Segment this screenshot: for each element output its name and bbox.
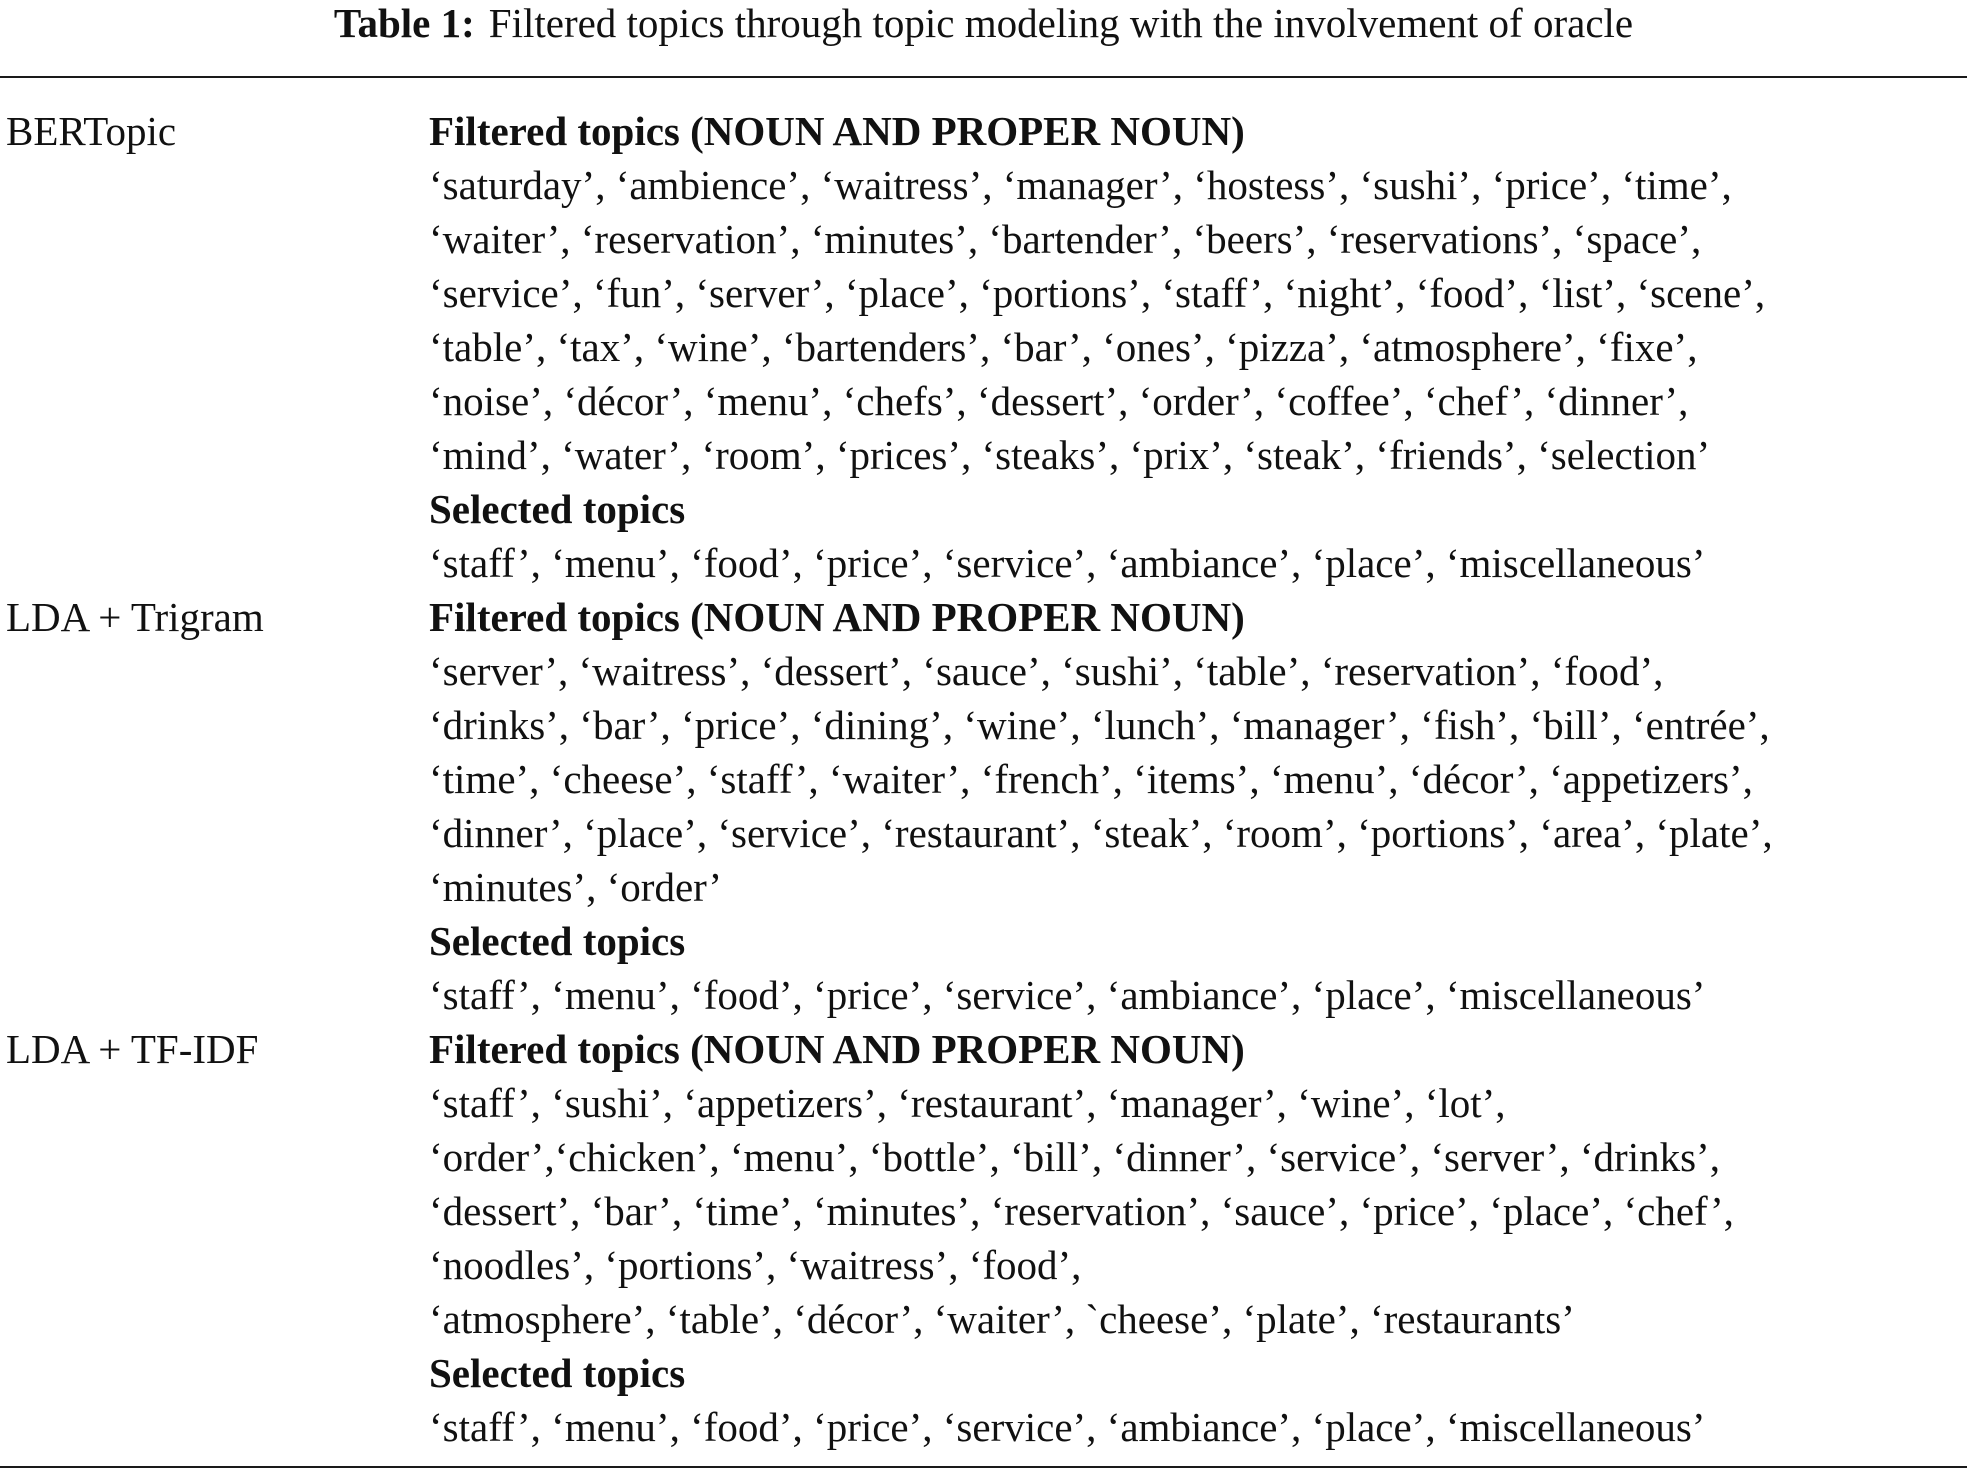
filtered-topics-line: ‘table’, ‘tax’, ‘wine’, ‘bartenders’, ‘b… [429, 324, 1698, 370]
row-content: Filtered topics (NOUN AND PROPER NOUN) ‘… [429, 590, 1967, 1022]
filtered-topics-line: ‘dessert’, ‘bar’, ‘time’, ‘minutes’, ‘re… [429, 1188, 1734, 1234]
filtered-topics-line: ‘time’, ‘cheese’, ‘staff’, ‘waiter’, ‘fr… [429, 756, 1753, 802]
table-bottom-rule [0, 1466, 1967, 1468]
filtered-topics-line: ‘noodles’, ‘portions’, ‘waitress’, ‘food… [429, 1242, 1082, 1288]
row-content: Filtered topics (NOUN AND PROPER NOUN) ‘… [429, 104, 1967, 590]
table-row: LDA + TF-IDF Filtered topics (NOUN AND P… [0, 1022, 1967, 1454]
table-top-rule [0, 76, 1967, 78]
filtered-topics-line: ‘minutes’, ‘order’ [429, 864, 722, 910]
table-row: BERTopic Filtered topics (NOUN AND PROPE… [0, 104, 1967, 590]
table-caption: Table 1: Filtered topics through topic mo… [0, 0, 1967, 50]
filtered-topics-line: ‘atmosphere’, ‘table’, ‘décor’, ‘waiter’… [429, 1296, 1575, 1342]
table-caption-label: Table 1: [333, 0, 475, 46]
row-content: Filtered topics (NOUN AND PROPER NOUN) ‘… [429, 1022, 1967, 1454]
selected-topics-heading: Selected topics [429, 1350, 686, 1396]
method-label: LDA + TF-IDF [6, 1026, 259, 1072]
topics-table: BERTopic Filtered topics (NOUN AND PROPE… [0, 104, 1967, 1454]
selected-topics-line: ‘staff’, ‘menu’, ‘food’, ‘price’, ‘servi… [429, 972, 1706, 1018]
filtered-topics-line: ‘server’, ‘waitress’, ‘dessert’, ‘sauce’… [429, 648, 1664, 694]
selected-topics-line: ‘staff’, ‘menu’, ‘food’, ‘price’, ‘servi… [429, 540, 1706, 586]
selected-topics-heading: Selected topics [429, 918, 686, 964]
filtered-topics-line: ‘mind’, ‘water’, ‘room’, ‘prices’, ‘stea… [429, 432, 1711, 478]
filtered-topics-heading: Filtered topics (NOUN AND PROPER NOUN) [429, 108, 1245, 154]
filtered-topics-heading: Filtered topics (NOUN AND PROPER NOUN) [429, 1026, 1245, 1072]
filtered-topics-line: ‘service’, ‘fun’, ‘server’, ‘place’, ‘po… [429, 270, 1766, 316]
method-label: BERTopic [6, 108, 177, 154]
method-label: LDA + Trigram [6, 594, 264, 640]
selected-topics-line: ‘staff’, ‘menu’, ‘food’, ‘price’, ‘servi… [429, 1404, 1706, 1450]
selected-topics-heading: Selected topics [429, 486, 686, 532]
filtered-topics-heading: Filtered topics (NOUN AND PROPER NOUN) [429, 594, 1245, 640]
filtered-topics-line: ‘waiter’, ‘reservation’, ‘minutes’, ‘bar… [429, 216, 1702, 262]
filtered-topics-line: ‘drinks’, ‘bar’, ‘price’, ‘dining’, ‘win… [429, 702, 1770, 748]
filtered-topics-line: ‘order’,‘chicken’, ‘menu’, ‘bottle’, ‘bi… [429, 1134, 1720, 1180]
filtered-topics-line: ‘staff’, ‘sushi’, ‘appetizers’, ‘restaur… [429, 1080, 1506, 1126]
table-row: LDA + Trigram Filtered topics (NOUN AND … [0, 590, 1967, 1022]
filtered-topics-line: ‘noise’, ‘décor’, ‘menu’, ‘chefs’, ‘dess… [429, 378, 1689, 424]
filtered-topics-line: ‘dinner’, ‘place’, ‘service’, ‘restauran… [429, 810, 1773, 856]
filtered-topics-line: ‘saturday’, ‘ambience’, ‘waitress’, ‘man… [429, 162, 1732, 208]
table-caption-text: Filtered topics through topic modeling w… [488, 0, 1634, 46]
